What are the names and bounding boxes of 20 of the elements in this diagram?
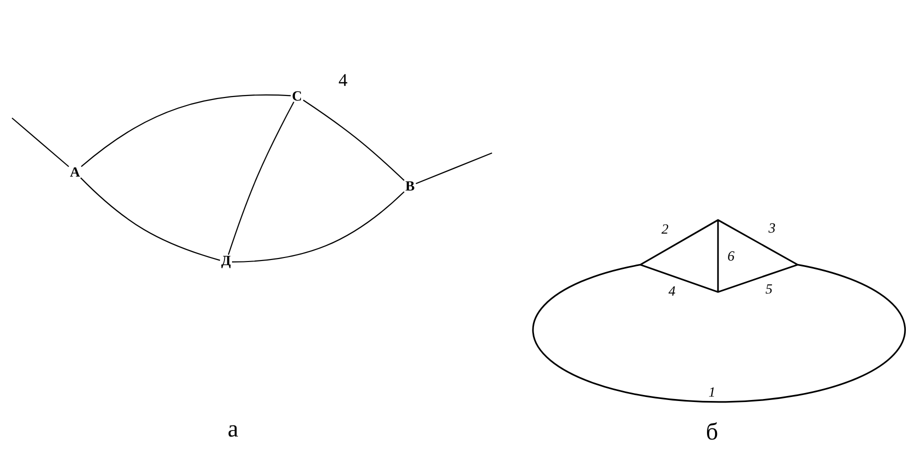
vertex-letter: В	[406, 181, 414, 191]
edge-number: 4	[338, 74, 348, 86]
edge-number: 4	[668, 286, 676, 296]
edge-number: 1	[709, 387, 714, 397]
graph-edge	[416, 152, 492, 184]
edge-number: 3	[768, 223, 776, 233]
edge-number: 6	[728, 251, 734, 261]
edge-number: 2	[662, 224, 668, 234]
vertex-letter: С	[292, 91, 301, 101]
graph-edge	[12, 118, 70, 168]
vertex-letter: Д	[221, 256, 231, 268]
graph-edge	[302, 100, 405, 181]
graph-edge	[232, 191, 404, 262]
graph-edge	[80, 177, 220, 261]
graph-edge	[80, 94, 291, 168]
figure-label: а	[228, 425, 238, 437]
figure-label: б	[707, 422, 718, 440]
vertex-letter: А	[70, 167, 80, 177]
edge-number: 5	[766, 284, 772, 294]
graph-edge	[228, 102, 294, 255]
